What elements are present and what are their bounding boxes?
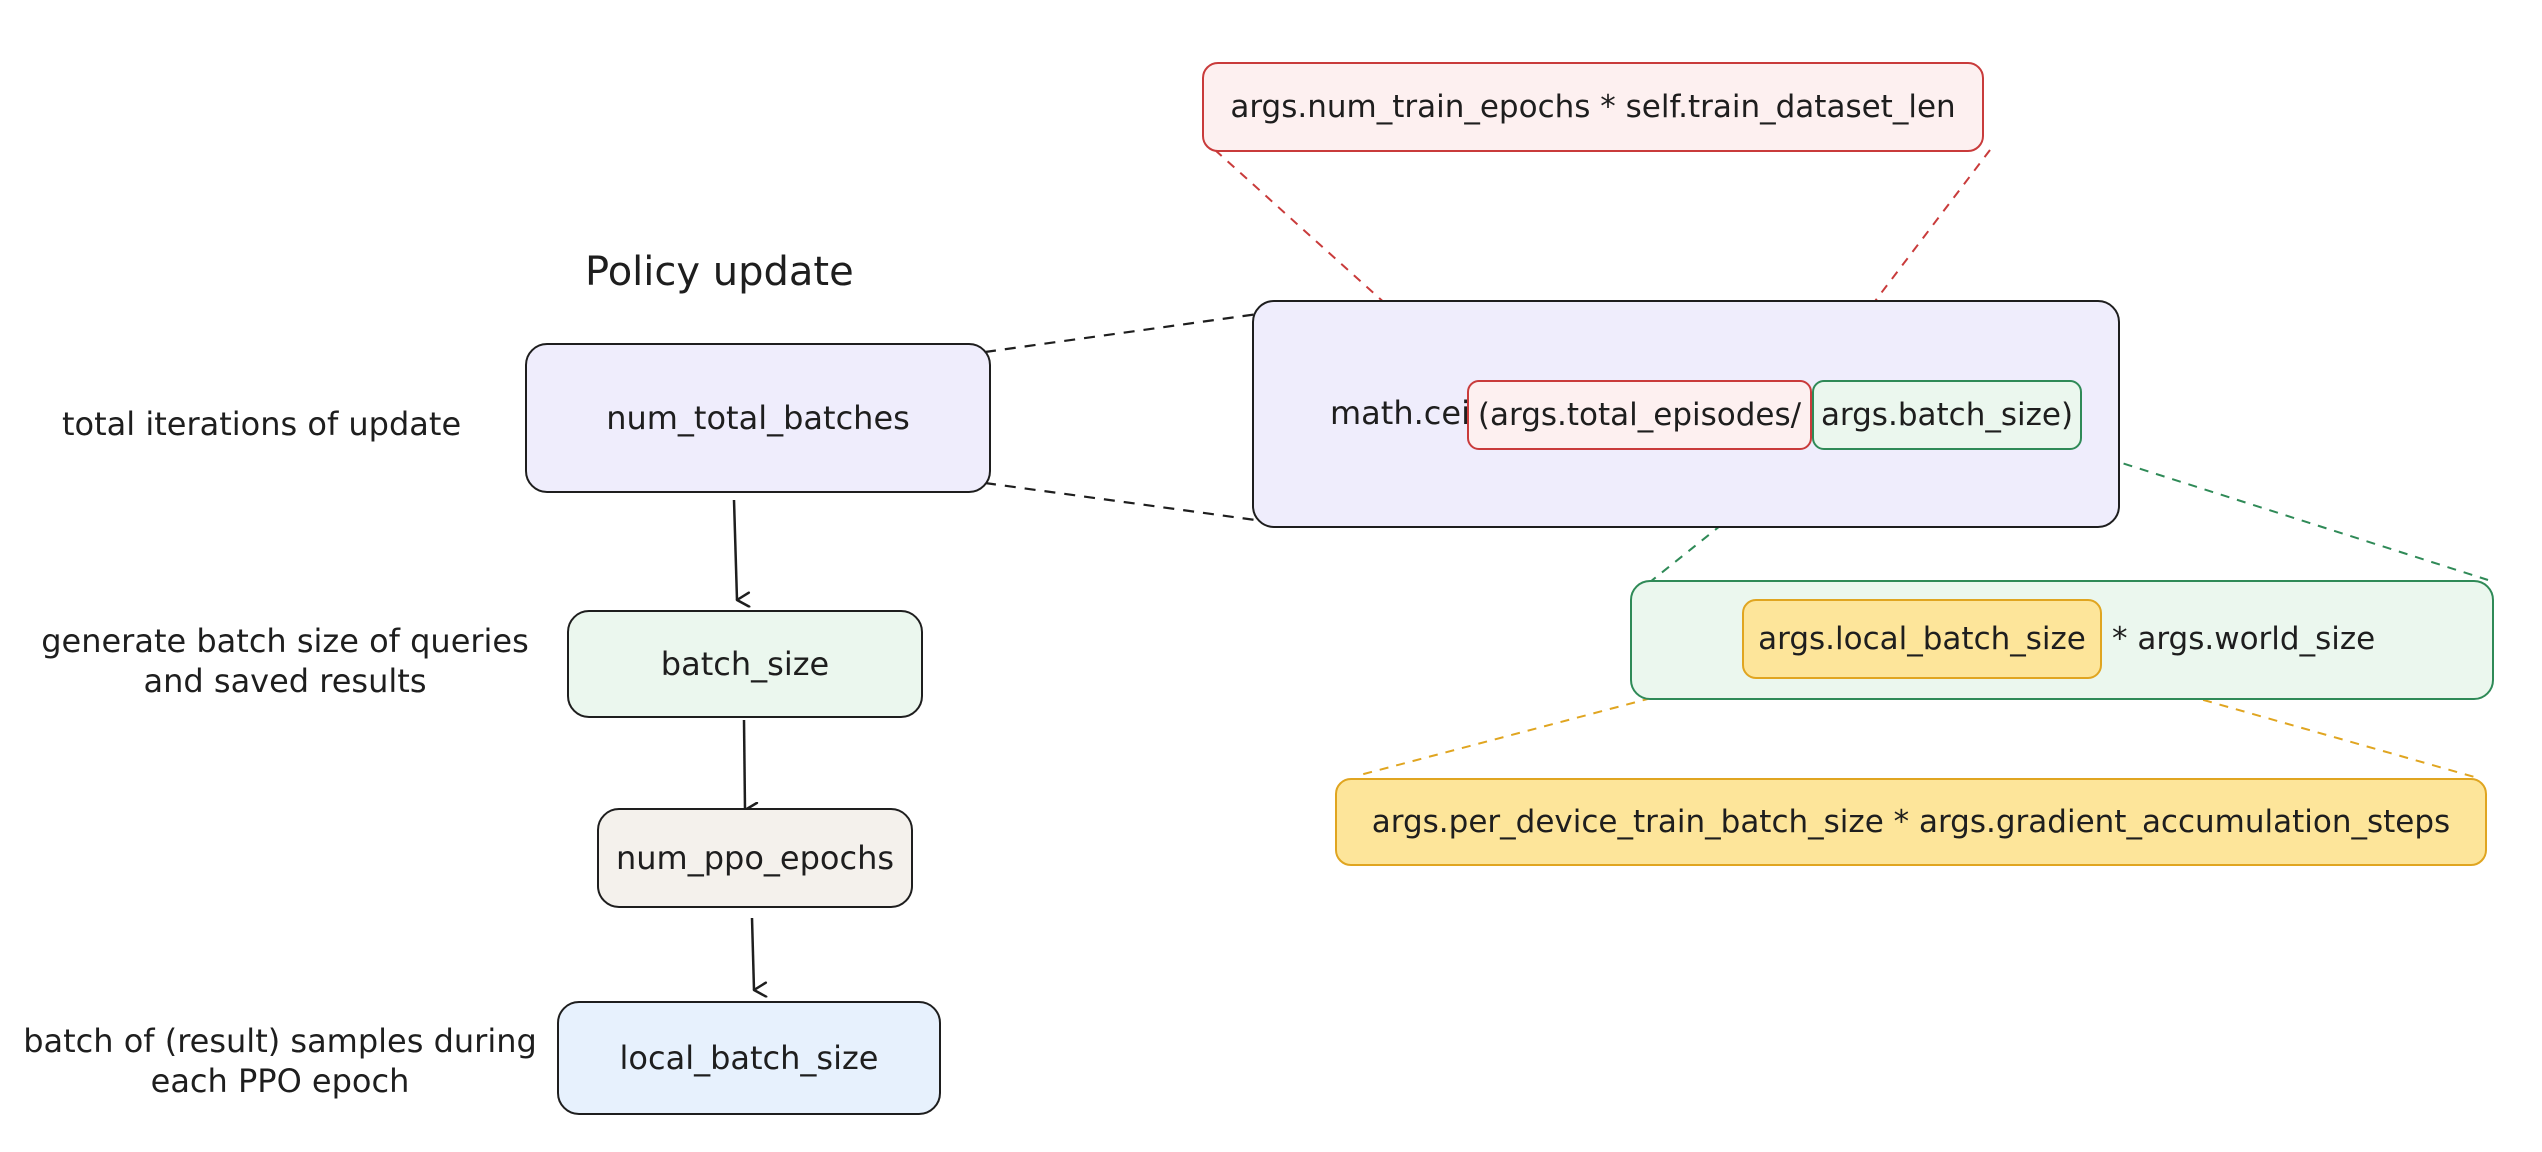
total-episodes-definition-text: args.num_train_epochs * self.train_datas… — [1230, 89, 1956, 125]
local-batch-size-box: local_batch_size — [557, 1001, 941, 1115]
label-batch-samples-line1: batch of (result) samples during — [23, 1022, 537, 1060]
label-batch-samples: batch of (result) samples during each PP… — [20, 1021, 540, 1101]
num-ppo-epochs-text: num_ppo_epochs — [615, 839, 895, 877]
local-batch-size-definition-box: args.per_device_train_batch_size * args.… — [1335, 778, 2487, 866]
world-size-text: * args.world_size — [2112, 621, 2376, 657]
num-ppo-epochs-box: num_ppo_epochs — [597, 808, 913, 908]
arrow-epochs-to-local — [750, 917, 754, 990]
yellow-dashed-connector-right — [2104, 671, 2479, 779]
batch-size-text: batch_size — [660, 645, 830, 683]
label-generate-batch: generate batch size of queries and saved… — [35, 621, 535, 701]
total-episodes-text: (args.total_episodes/ — [1477, 397, 1802, 433]
batch-size-term-text: args.batch_size) — [1820, 397, 2074, 433]
batch-size-term: args.batch_size) — [1812, 380, 2082, 450]
total-episodes-definition-box: args.num_train_epochs * self.train_datas… — [1202, 62, 1984, 152]
batch-size-box: batch_size — [567, 610, 923, 718]
red-dashed-connector-left — [1214, 149, 1471, 381]
diagram-title: Policy update — [585, 249, 854, 295]
green-dashed-connector-right — [2074, 447, 2489, 581]
label-batch-samples-line2: each PPO epoch — [150, 1062, 410, 1100]
total-episodes-term: (args.total_episodes/ — [1467, 380, 1812, 450]
label-generate-batch-line2: and saved results — [143, 662, 427, 700]
arrow-total-to-batch — [732, 499, 737, 600]
num-total-batches-text: num_total_batches — [606, 399, 910, 437]
local-batch-size-term: args.local_batch_size — [1742, 599, 2102, 679]
label-generate-batch-line1: generate batch size of queries — [41, 622, 529, 660]
dashed-connector-bottom — [984, 481, 1271, 524]
dashed-connector-top — [984, 311, 1266, 354]
arrow-batch-to-epochs — [742, 719, 745, 810]
local-batch-size-term-text: args.local_batch_size — [1758, 621, 2086, 657]
local-batch-size-definition-text: args.per_device_train_batch_size * args.… — [1371, 804, 2451, 840]
local-batch-size-text: local_batch_size — [619, 1039, 879, 1077]
math-ceil-text: math.ceil — [1330, 394, 1479, 432]
label-total-iterations: total iterations of update — [62, 405, 462, 443]
num-total-batches-box: num_total_batches — [525, 343, 991, 493]
